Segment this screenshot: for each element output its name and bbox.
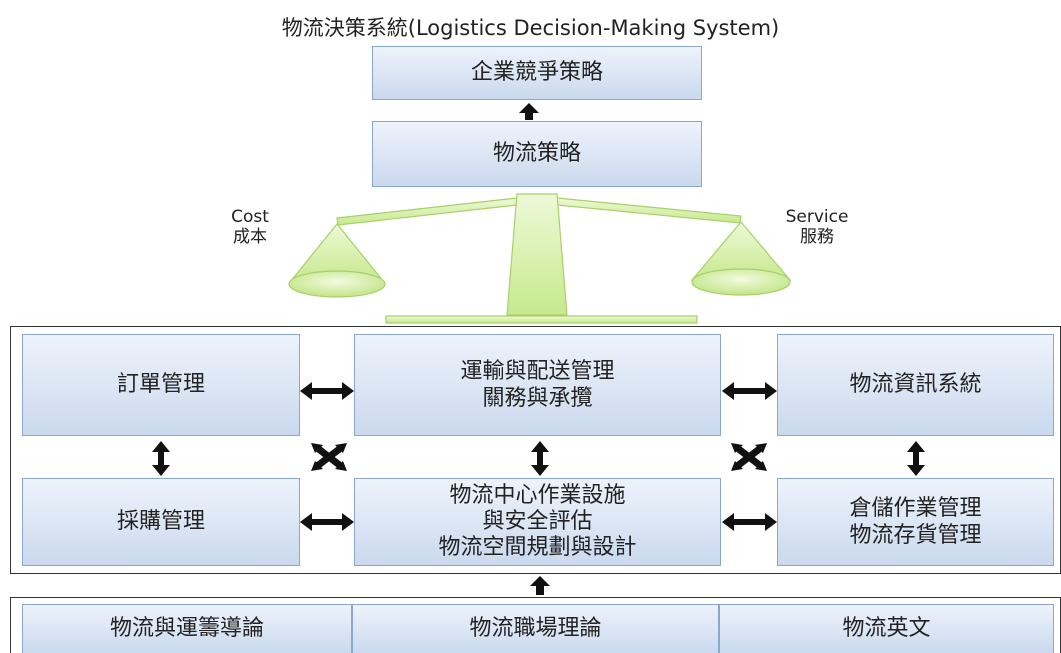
center-line-3: 物流空間規劃與設計	[438, 534, 637, 560]
order-management-label: 訂單管理	[116, 372, 205, 398]
transport-line-1: 運輸與配送管理	[460, 358, 615, 384]
scale-post	[506, 193, 568, 316]
competitive-strategy-label: 企業競爭策略	[470, 60, 603, 86]
service-label: Service 服務	[772, 207, 862, 248]
center-line-1: 物流中心作業設施	[449, 483, 626, 509]
course-english-label: 物流英文	[842, 616, 931, 642]
scale-beam	[556, 197, 742, 224]
competitive-strategy-box: 企業競爭策略	[372, 46, 702, 100]
arrow-up-to-operations	[530, 576, 550, 595]
purchase-management-box: 採購管理	[22, 478, 300, 566]
course-intro-label: 物流與運籌導論	[109, 616, 264, 642]
right-pan	[691, 268, 791, 296]
arrow-order-transport	[300, 382, 354, 400]
logistics-center-box: 物流中心作業設施 與安全評估 物流空間規劃與設計	[354, 478, 721, 566]
cost-label: Cost 成本	[215, 207, 285, 248]
double-arrow-icons	[152, 382, 925, 595]
course-workplace-label: 物流職場理論	[469, 616, 602, 642]
arrow-purchase-center	[300, 513, 354, 531]
balance-scale-icon	[288, 193, 792, 324]
logistics-info-system-box: 物流資訊系統	[777, 334, 1054, 436]
cross-arrows-left	[311, 443, 347, 471]
logistics-strategy-box: 物流策略	[372, 121, 702, 187]
logistics-strategy-label: 物流策略	[492, 141, 581, 167]
diagram-title: 物流決策系統(Logistics Decision-Making System)	[281, 16, 780, 40]
arrow-order-purchase	[152, 441, 170, 476]
arrow-info-warehouse	[907, 441, 925, 476]
arrow-transport-info	[722, 382, 777, 400]
service-label-en: Service	[785, 207, 849, 227]
transport-management-box: 運輸與配送管理 關務與承攬	[354, 334, 721, 436]
cross-arrows-right	[731, 443, 767, 471]
warehouse-line-2: 物流存貨管理	[849, 523, 982, 548]
cost-label-zh: 成本	[233, 227, 267, 248]
course-box-english: 物流英文	[719, 604, 1054, 653]
arrow-center-warehouse	[722, 513, 777, 531]
warehouse-management-box: 倉儲作業管理 物流存貨管理	[777, 478, 1054, 566]
arrow-up-to-competitive	[519, 103, 539, 120]
transport-line-2: 關務與承攬	[482, 386, 593, 411]
course-box-intro: 物流與運籌導論	[22, 604, 352, 653]
warehouse-line-1: 倉儲作業管理	[849, 495, 982, 521]
cost-label-en: Cost	[231, 207, 269, 227]
scale-base	[385, 315, 698, 324]
course-box-workplace: 物流職場理論	[352, 604, 719, 653]
logistics-info-system-label: 物流資訊系統	[849, 372, 982, 398]
service-label-zh: 服務	[800, 227, 834, 248]
center-line-2: 與安全評估	[482, 509, 593, 535]
scale-beam	[336, 197, 518, 226]
left-pan	[288, 270, 386, 298]
order-management-box: 訂單管理	[22, 334, 300, 436]
purchase-management-label: 採購管理	[116, 509, 205, 535]
arrow-transport-center	[531, 441, 549, 476]
